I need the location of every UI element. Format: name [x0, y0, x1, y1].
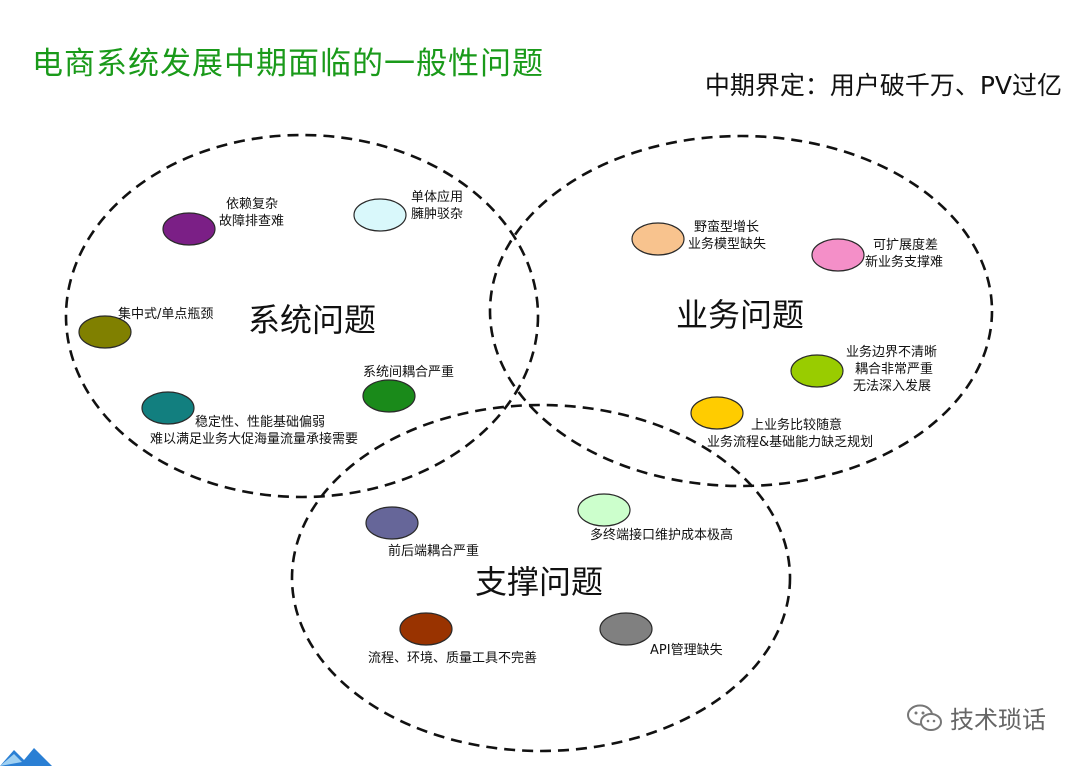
item-marker — [790, 354, 844, 388]
item-system-coupling: 系统间耦合严重 — [362, 364, 454, 413]
item-marker — [599, 612, 653, 646]
item-marker — [631, 222, 685, 256]
item-label: 上业务比较随意 — [751, 417, 842, 433]
item-marker — [811, 238, 865, 272]
item-marker — [78, 315, 132, 349]
item-label: 流程、环境、质量工具不完善 — [368, 650, 537, 666]
watermark-text: 技术琐话 — [950, 706, 1046, 734]
item-label: 单体应用 — [411, 189, 463, 205]
item-marker — [399, 612, 453, 646]
item-label: 故障排查难 — [219, 214, 284, 229]
item-frontend-backend-coupling: 前后端耦合严重 — [365, 506, 479, 559]
item-label: 可扩展度差 — [873, 237, 938, 253]
item-marker — [577, 493, 631, 527]
item-label: 系统间耦合严重 — [363, 364, 454, 380]
wechat-icon — [907, 704, 942, 731]
item-label: 业务流程&基础能力缺乏规划 — [707, 434, 873, 450]
group-label-system: 系统问题 — [248, 301, 376, 339]
watermark: 技术琐话 — [906, 700, 1046, 735]
item-marker — [690, 396, 744, 430]
item-unclear-boundaries: 业务边界不清晰 耦合非常严重 无法深入发展 — [790, 344, 937, 394]
group-label-support: 支撑问题 — [475, 563, 603, 601]
item-label: 难以满足业务大促海量流量承接需要 — [150, 431, 358, 447]
item-monolith-bloated: 单体应用 臃肿驳杂 — [353, 189, 463, 232]
item-random-launch: 上业务比较随意 业务流程&基础能力缺乏规划 — [690, 396, 873, 450]
item-process-tools: 流程、环境、质量工具不完善 — [368, 612, 537, 666]
item-label: 新业务支撑难 — [865, 254, 943, 270]
item-poor-extensibility: 可扩展度差 新业务支撑难 — [811, 237, 943, 272]
item-wild-growth: 野蛮型增长 业务模型缺失 — [631, 219, 766, 256]
item-marker — [162, 212, 216, 246]
circle-business — [488, 134, 994, 488]
item-label: 耦合非常严重 — [855, 361, 933, 377]
item-label: 稳定性、性能基础偏弱 — [195, 414, 325, 430]
item-centralized-bottleneck: 集中式/单点瓶颈 — [78, 306, 213, 349]
corner-logo — [0, 748, 52, 766]
item-stability-performance: 稳定性、性能基础偏弱 难以满足业务大促海量流量承接需要 — [141, 391, 358, 447]
item-api-management: API管理缺失 — [599, 612, 723, 658]
item-marker — [365, 506, 419, 540]
item-multi-terminal-interface: 多终端接口维护成本极高 — [577, 493, 733, 543]
item-label: 野蛮型增长 — [694, 219, 759, 235]
item-label: 依赖复杂 — [226, 197, 278, 212]
item-label: API管理缺失 — [650, 643, 723, 658]
item-marker — [362, 379, 416, 413]
item-label: 业务模型缺失 — [688, 236, 766, 252]
page-title: 电商系统发展中期面临的一般性问题 — [32, 46, 544, 82]
item-label: 前后端耦合严重 — [388, 543, 479, 559]
circle-support — [290, 403, 792, 753]
item-label: 无法深入发展 — [853, 378, 931, 394]
item-dependency-complex: 依赖复杂 故障排查难 — [162, 197, 284, 246]
item-label: 集中式/单点瓶颈 — [118, 306, 213, 322]
circle-system — [64, 133, 540, 499]
item-marker — [353, 198, 407, 232]
item-label: 臃肿驳杂 — [411, 207, 463, 222]
item-marker — [141, 391, 195, 425]
item-label: 业务边界不清晰 — [846, 344, 937, 360]
group-label-business: 业务问题 — [676, 296, 804, 334]
page-subtitle: 中期界定：用户破千万、PV过亿 — [704, 71, 1062, 100]
item-label: 多终端接口维护成本极高 — [590, 527, 733, 543]
